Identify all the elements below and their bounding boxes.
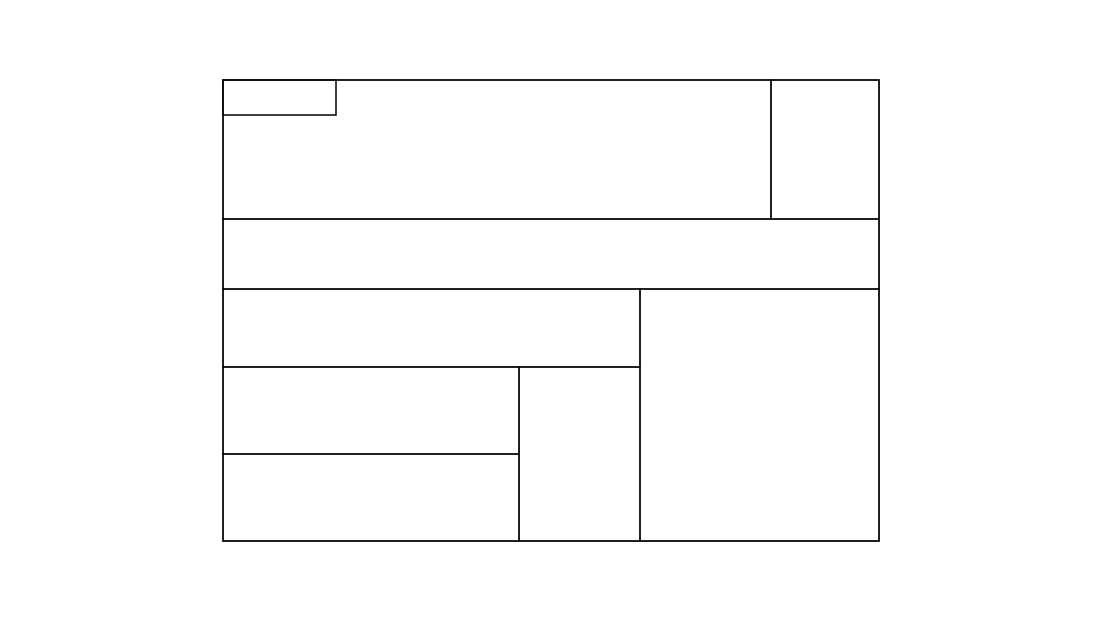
lower-left-mid-region bbox=[222, 366, 520, 455]
lower-left-upper-region bbox=[222, 288, 641, 368]
lower-right-region bbox=[639, 288, 880, 542]
lower-center-region bbox=[518, 366, 641, 542]
top-main-region bbox=[222, 79, 772, 220]
middle-band bbox=[222, 218, 880, 290]
top-right-region bbox=[770, 79, 880, 220]
lower-left-bottom-region bbox=[222, 453, 520, 542]
top-left-tab bbox=[222, 79, 337, 116]
outer-frame bbox=[222, 79, 880, 542]
